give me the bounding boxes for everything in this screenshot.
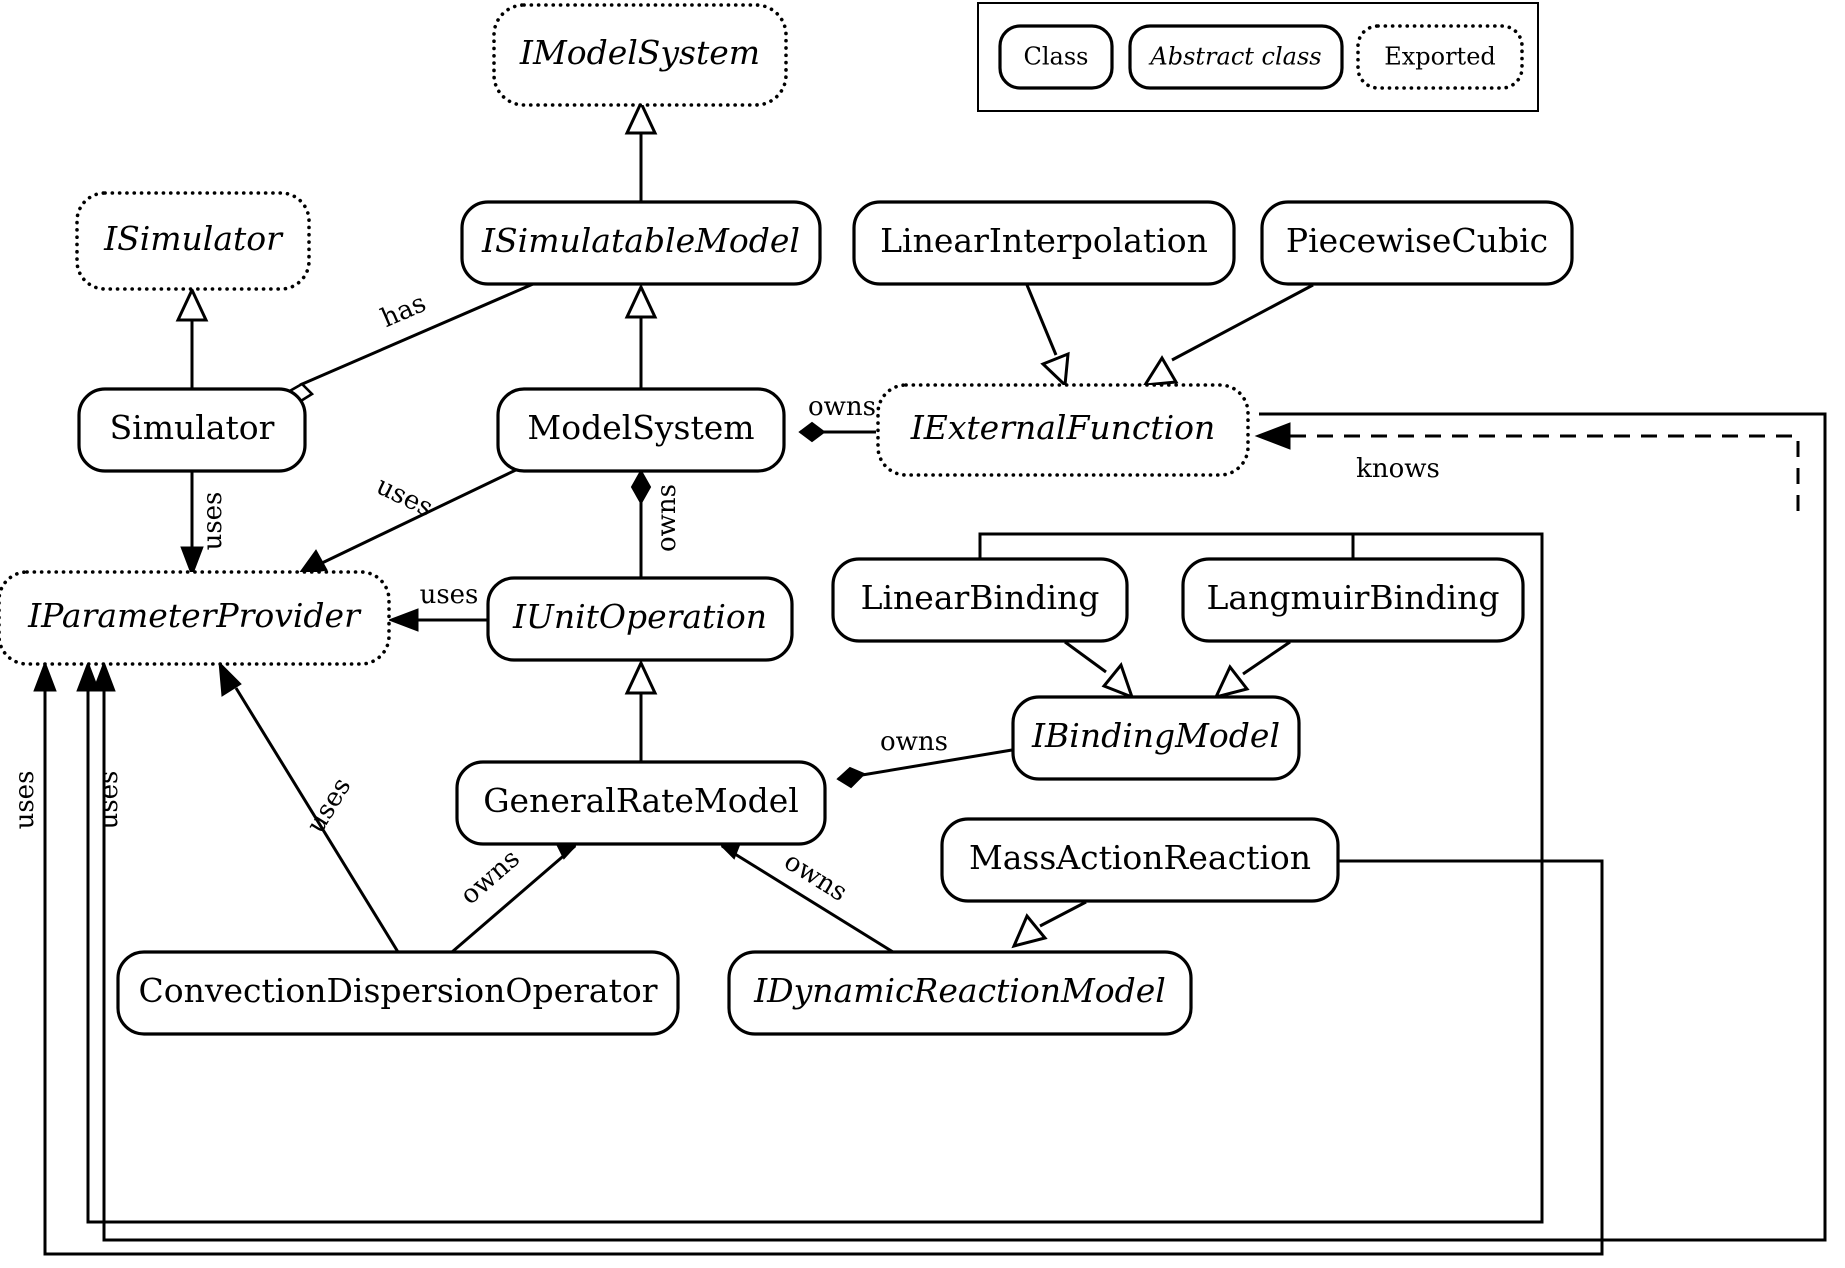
- node-ibindingmodel-label: IBindingModel: [1031, 716, 1280, 755]
- node-imodelsystem-box[interactable]: [492, 3, 788, 107]
- edge-simulator-has-isimulatablemodel: has: [286, 279, 541, 406]
- node-langmuirbinding-box[interactable]: [1181, 557, 1525, 643]
- node-iunitoperation-box[interactable]: [486, 576, 794, 662]
- edge-label-uses-modelsystem: uses: [371, 471, 437, 523]
- node-iparameterprovider-box[interactable]: [0, 570, 391, 666]
- legend-item-class: Class: [998, 24, 1114, 90]
- legend-class-label: Class: [1024, 43, 1089, 71]
- edge-binding-uses-iparameterprovider: uses: [76, 532, 1544, 1224]
- edge-label-owns-bindingmodel: owns: [880, 727, 948, 757]
- node-layer: IModelSystem ISimulator ISimulatableMode…: [0, 3, 1574, 1036]
- node-piecewisecubic-box[interactable]: [1260, 200, 1574, 286]
- node-simulator-label: Simulator: [110, 408, 275, 447]
- node-imodelsystem[interactable]: IModelSystem: [492, 3, 788, 107]
- edge-knows-rail: [92, 412, 1827, 1242]
- node-idynamicreactionmodel[interactable]: IDynamicReactionModel: [727, 950, 1193, 1036]
- node-imodelsystem-label: IModelSystem: [519, 33, 760, 72]
- edge-generalratemodel-owns-idynamicreactionmodel: owns: [720, 829, 894, 954]
- edge-cdo-uses-iparameterprovider: uses: [218, 660, 400, 953]
- node-idynamicreactionmodel-box[interactable]: [727, 950, 1193, 1036]
- edge-generalratemodel-owns-convectiondispersionoperator: owns: [451, 829, 577, 954]
- node-linearinterpolation[interactable]: LinearInterpolation: [852, 200, 1236, 286]
- node-langmuirbinding-label: LangmuirBinding: [1207, 578, 1500, 617]
- edge-label-uses-unitoperation: uses: [420, 580, 479, 610]
- node-iparameterprovider[interactable]: IParameterProvider: [0, 570, 391, 666]
- node-massactionreaction[interactable]: MassActionReaction: [940, 817, 1340, 903]
- node-ibindingmodel[interactable]: IBindingModel: [1011, 695, 1301, 781]
- edge-simulator-uses-iparameterprovider: uses: [180, 472, 228, 578]
- edge-label-owns-idrm: owns: [779, 846, 853, 907]
- edge-label-owns-cdo: owns: [455, 844, 526, 911]
- edge-label-has: has: [377, 288, 431, 334]
- node-isimulatablemodel[interactable]: ISimulatableModel: [460, 200, 822, 286]
- node-linearbinding[interactable]: LinearBinding: [831, 557, 1129, 643]
- node-simulator-box[interactable]: [77, 387, 307, 473]
- node-convectiondispersionoperator[interactable]: ConvectionDispersionOperator: [116, 950, 680, 1036]
- legend-exported-label: Exported: [1384, 43, 1496, 71]
- node-convectiondispersionoperator-box[interactable]: [116, 950, 680, 1036]
- edge-langmuirbinding-ibindingmodel: [1213, 640, 1291, 700]
- node-iexternalfunction[interactable]: IExternalFunction: [876, 383, 1250, 477]
- node-piecewisecubic-label: PiecewiseCubic: [1286, 221, 1548, 260]
- legend-item-exported: Exported: [1356, 24, 1524, 90]
- node-massactionreaction-box[interactable]: [940, 817, 1340, 903]
- node-iparameterprovider-label: IParameterProvider: [27, 596, 362, 635]
- node-massactionreaction-label: MassActionReaction: [969, 838, 1311, 877]
- node-idynamicreactionmodel-label: IDynamicReactionModel: [753, 971, 1166, 1010]
- edge-modelsystem-isimulatablemodel: [624, 283, 658, 389]
- node-iunitoperation[interactable]: IUnitOperation: [486, 576, 794, 662]
- node-simulator[interactable]: Simulator: [77, 387, 307, 473]
- legend: Class Abstract class Exported: [977, 2, 1539, 112]
- edge-label-owns-externalfunction: owns: [808, 392, 876, 422]
- edge-label-uses-simulator: uses: [198, 492, 228, 551]
- node-modelsystem[interactable]: ModelSystem: [496, 387, 786, 473]
- node-iexternalfunction-box[interactable]: [876, 383, 1250, 477]
- node-iunitoperation-label: IUnitOperation: [512, 597, 767, 636]
- node-generalratemodel-label: GeneralRateModel: [483, 781, 799, 820]
- node-isimulator-label: ISimulator: [103, 219, 284, 258]
- edge-modelsystem-uses-iparameterprovider: uses: [296, 466, 521, 576]
- edge-generalratemodel-iunitoperation: [624, 659, 658, 762]
- edge-modelsystem-owns-iexternalfunction: owns: [798, 392, 876, 443]
- node-generalratemodel-box[interactable]: [455, 760, 827, 846]
- edge-isimulatablemodel-imodelsystem: [624, 99, 658, 202]
- legend-abstract-label: Abstract class: [1148, 43, 1321, 71]
- edge-generalratemodel-owns-ibindingmodel: owns: [836, 727, 1013, 789]
- node-isimulator-box[interactable]: [75, 191, 311, 291]
- node-isimulatablemodel-box[interactable]: [460, 200, 822, 286]
- edge-label-knows: knows: [1356, 454, 1440, 484]
- edge-knows-iexternalfunction: knows: [1254, 422, 1800, 522]
- edge-linearinterpolation-iexternalfunction: [1025, 284, 1070, 389]
- node-iexternalfunction-label: IExternalFunction: [910, 408, 1216, 447]
- node-isimulator[interactable]: ISimulator: [75, 191, 311, 291]
- edge-label-uses-reaction: uses: [10, 771, 40, 830]
- edge-iunitoperation-uses-iparameterprovider: uses: [387, 580, 487, 632]
- node-modelsystem-label: ModelSystem: [527, 408, 754, 447]
- edge-linearbinding-ibindingmodel: [1064, 640, 1135, 700]
- edge-reaction-uses-iparameterprovider: uses: [10, 660, 1604, 1256]
- edge-simulator-isimulator: [175, 286, 209, 389]
- node-modelsystem-box[interactable]: [496, 387, 786, 473]
- legend-exported-swatch: [1356, 24, 1524, 90]
- edge-modelsystem-owns-iunitoperation: owns: [630, 468, 682, 578]
- node-linearbinding-label: LinearBinding: [861, 578, 1100, 617]
- legend-frame: [977, 2, 1539, 112]
- node-langmuirbinding[interactable]: LangmuirBinding: [1181, 557, 1525, 643]
- node-generalratemodel[interactable]: GeneralRateModel: [455, 760, 827, 846]
- node-ibindingmodel-box[interactable]: [1011, 695, 1301, 781]
- node-linearinterpolation-label: LinearInterpolation: [880, 221, 1208, 260]
- legend-class-swatch: [998, 24, 1114, 90]
- node-convectiondispersionoperator-label: ConvectionDispersionOperator: [138, 971, 657, 1010]
- edge-piecewisecubic-iexternalfunction: [1142, 283, 1314, 387]
- edge-label-uses-binding: uses: [94, 771, 124, 830]
- node-linearinterpolation-box[interactable]: [852, 200, 1236, 286]
- legend-item-abstract-class: Abstract class: [1128, 24, 1344, 90]
- edge-massactionreaction-idynamicreactionmodel: [1011, 900, 1087, 949]
- node-piecewisecubic[interactable]: PiecewiseCubic: [1260, 200, 1574, 286]
- legend-abstract-swatch: [1128, 24, 1344, 90]
- node-isimulatablemodel-label: ISimulatableModel: [481, 221, 800, 260]
- edge-label-owns-unitoperation: owns: [652, 484, 682, 552]
- node-linearbinding-box[interactable]: [831, 557, 1129, 643]
